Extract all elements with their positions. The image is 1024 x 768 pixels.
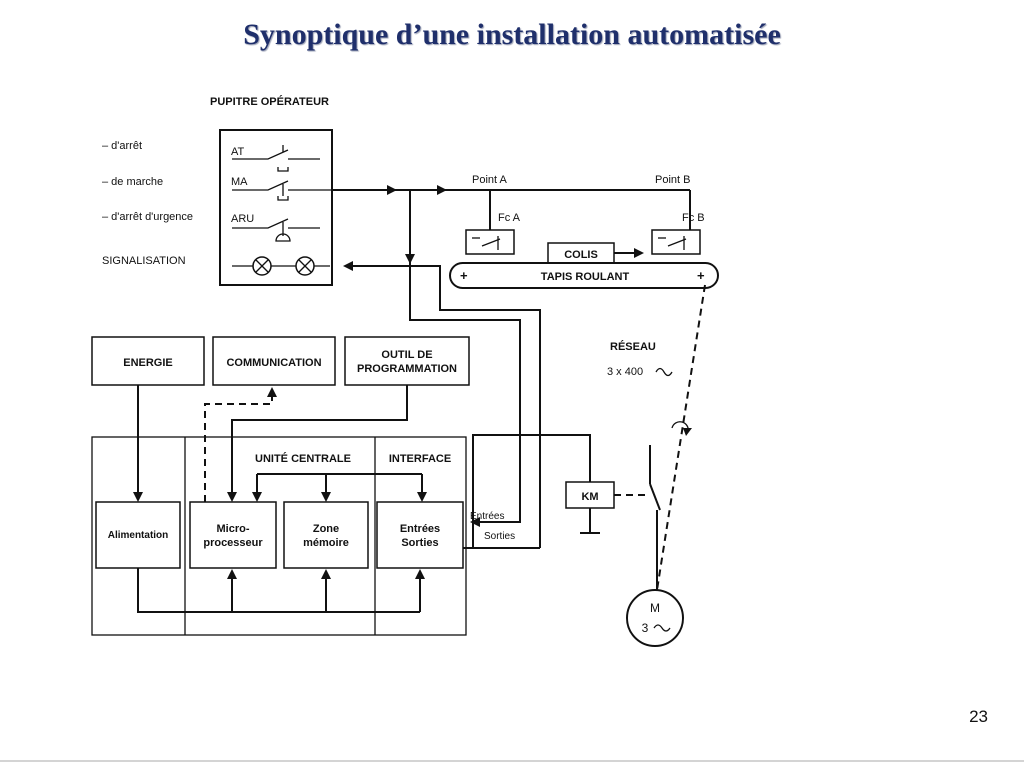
label-marche: – de marche <box>102 176 163 188</box>
alimentation-block <box>95 501 181 569</box>
switch-ma-label: MA <box>231 176 248 188</box>
entrees-label: Entrées <box>470 511 504 522</box>
communication-label: COMMUNICATION <box>226 357 321 369</box>
fc-b-sensor <box>651 229 701 255</box>
reseau-title: RÉSEAU <box>610 340 656 353</box>
wire-entrees <box>409 262 521 527</box>
automation-synoptic-diagram: PUPITRE OPÉRATEUR – d'arrêt – de marche … <box>91 95 719 647</box>
tapis-plus-left: + <box>460 268 468 283</box>
fc-b-label: Fc B <box>682 212 705 224</box>
belt-drive-link <box>656 284 706 591</box>
km-label: KM <box>581 491 598 503</box>
tapis-roulant <box>449 262 719 289</box>
switch-ma-symbol <box>232 180 332 201</box>
outil-label-line1: OUTIL DE <box>381 349 432 361</box>
point-b-label: Point B <box>655 174 690 186</box>
alimentation-label: Alimentation <box>108 530 169 541</box>
outil-label-line2: PROGRAMMATION <box>357 363 457 375</box>
micro-label-line2: processeur <box>203 537 263 549</box>
micro-label-line1: Micro- <box>217 523 250 535</box>
switch-aru-symbol <box>232 218 320 242</box>
switch-aru-label: ARU <box>231 213 254 225</box>
zone-label-line2: mémoire <box>303 537 349 549</box>
motor-3-label: 3 <box>642 621 649 635</box>
label-signalisation: SIGNALISATION <box>102 255 186 267</box>
label-arret-urgence: – d'arrêt d'urgence <box>102 211 193 223</box>
energie-block <box>91 336 205 386</box>
motor <box>626 589 684 647</box>
unite-centrale-label: UNITÉ CENTRALE <box>255 452 351 465</box>
interface-label: INTERFACE <box>389 453 451 465</box>
es-label-line1: Entrées <box>400 523 440 535</box>
motor-m-label: M <box>650 601 660 615</box>
zone-memoire-block <box>283 501 369 569</box>
wire-power-distribution <box>137 568 420 613</box>
wire-outil <box>227 385 408 502</box>
tapis-plus-right: + <box>697 268 705 283</box>
fc-a-label: Fc A <box>498 212 521 224</box>
communication-block <box>212 336 336 386</box>
microprocesseur-block <box>189 501 277 569</box>
wire-communication <box>204 387 277 502</box>
switch-at-label: AT <box>231 146 245 158</box>
tapis-label: TAPIS ROULANT <box>541 271 630 283</box>
signal-lamps <box>232 256 330 276</box>
automate-frame <box>91 436 467 636</box>
point-a-label: Point A <box>472 174 508 186</box>
wire-sorties-km <box>472 434 591 548</box>
ac-symbol <box>655 367 673 377</box>
pupitre-title: PUPITRE OPÉRATEUR <box>210 95 329 108</box>
zone-label-line1: Zone <box>313 523 339 535</box>
footer-divider <box>0 760 1024 762</box>
fc-a-sensor <box>465 229 515 255</box>
label-arret: – d'arrêt <box>102 140 142 152</box>
sorties-label: Sorties <box>484 531 515 542</box>
page-number: 23 <box>969 707 988 726</box>
switch-at-symbol <box>232 145 320 172</box>
energie-label: ENERGIE <box>123 357 173 369</box>
colis-label: COLIS <box>564 249 598 261</box>
outil-programmation-block <box>344 336 470 386</box>
pupitre-panel <box>219 129 333 286</box>
slide-title: Synoptique d’une installation automatisé… <box>243 18 781 51</box>
entrees-sorties-block <box>376 501 464 569</box>
wire-signalisation <box>343 261 541 548</box>
reseau-spec: 3 x 400 <box>607 366 643 378</box>
es-label-line2: Sorties <box>401 537 438 549</box>
